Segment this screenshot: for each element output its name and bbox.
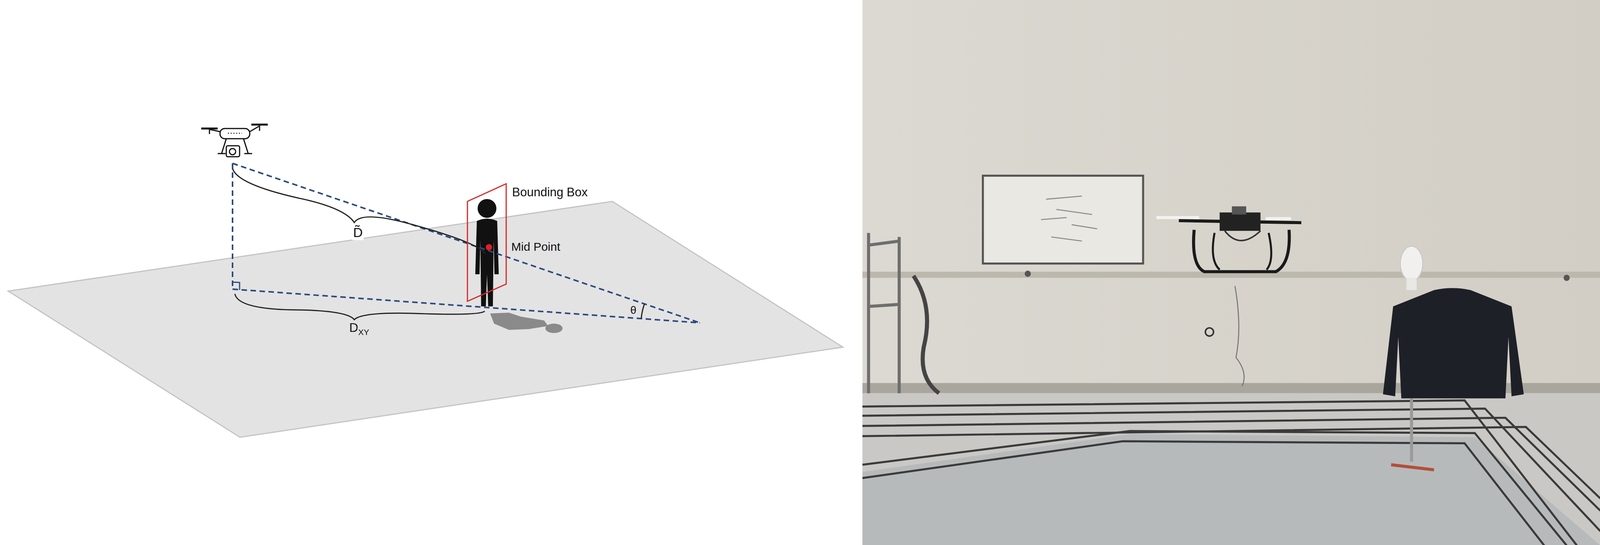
floor-stripe bbox=[862, 430, 1567, 545]
shadow-head bbox=[545, 323, 563, 333]
drone-detail bbox=[227, 132, 242, 134]
person-shadow bbox=[490, 312, 563, 333]
propeller bbox=[1156, 215, 1200, 219]
rack bbox=[868, 232, 940, 393]
whiteboard bbox=[983, 175, 1144, 264]
rack-bar bbox=[868, 304, 900, 307]
photo-drone bbox=[1156, 206, 1302, 272]
mannequin-neck bbox=[1406, 277, 1417, 290]
drone-mast bbox=[259, 124, 261, 131]
drone-icon bbox=[201, 124, 268, 157]
floor-stripe bbox=[862, 440, 1545, 545]
rack-post bbox=[867, 232, 871, 393]
wall-outlet bbox=[1563, 274, 1570, 281]
point-label: Mid Point bbox=[510, 239, 561, 254]
drone-body bbox=[1219, 212, 1261, 231]
wall-wire bbox=[1235, 285, 1245, 386]
box-heading: Bounding Box bbox=[511, 185, 589, 200]
distance-brace bbox=[232, 168, 486, 254]
distance-symbol: D̃ bbox=[352, 224, 364, 240]
box-outline-shape bbox=[467, 183, 507, 302]
drone-skid bbox=[217, 153, 226, 155]
bounding-box: Bounding Box bbox=[467, 183, 507, 302]
whiteboard-scribbles bbox=[1040, 196, 1097, 242]
angle-arc bbox=[641, 303, 645, 319]
drone-leg bbox=[243, 138, 249, 154]
drone-arm bbox=[249, 126, 260, 132]
angle-symbol: θ bbox=[629, 303, 638, 317]
mannequin-head bbox=[1400, 245, 1423, 281]
stand-base bbox=[1390, 464, 1434, 470]
wall-outlet bbox=[1024, 270, 1032, 277]
shadow-body bbox=[490, 312, 549, 330]
drone-cables bbox=[1224, 230, 1261, 241]
ground-line bbox=[232, 288, 700, 323]
mannequin bbox=[1383, 245, 1525, 470]
person-head bbox=[477, 198, 497, 218]
stand-pole bbox=[1410, 398, 1414, 462]
cable bbox=[913, 275, 939, 394]
landing-gear bbox=[1193, 229, 1290, 272]
drone-arm bbox=[209, 129, 221, 132]
box-outline bbox=[467, 183, 507, 302]
landing-gear bbox=[1212, 232, 1272, 270]
wall-marker bbox=[1205, 327, 1214, 336]
sweater bbox=[1383, 287, 1525, 399]
drone-camera bbox=[226, 145, 240, 157]
right-angle-mark bbox=[232, 281, 240, 290]
propeller bbox=[1265, 216, 1292, 221]
floor-stripe bbox=[862, 408, 1600, 531]
distance-subscript: XY bbox=[357, 327, 370, 337]
drone-leg bbox=[221, 138, 227, 154]
altitude-line bbox=[231, 163, 234, 289]
drone-board bbox=[1232, 206, 1247, 215]
floor-stripes bbox=[862, 400, 1600, 545]
ground-plane bbox=[8, 201, 843, 437]
scribble bbox=[1040, 196, 1097, 242]
mid-point-dot bbox=[485, 243, 493, 251]
person-silhouette bbox=[475, 198, 499, 307]
ground-distance-brace bbox=[234, 293, 485, 320]
rack-bar bbox=[868, 240, 900, 245]
rack-post bbox=[897, 236, 901, 394]
drone-mast bbox=[209, 128, 211, 134]
photo bbox=[862, 0, 1600, 545]
drone-skid bbox=[244, 153, 253, 155]
floor bbox=[862, 393, 1600, 545]
camera-lens bbox=[229, 148, 236, 155]
sight-line bbox=[232, 163, 700, 323]
drone-body bbox=[220, 128, 250, 139]
